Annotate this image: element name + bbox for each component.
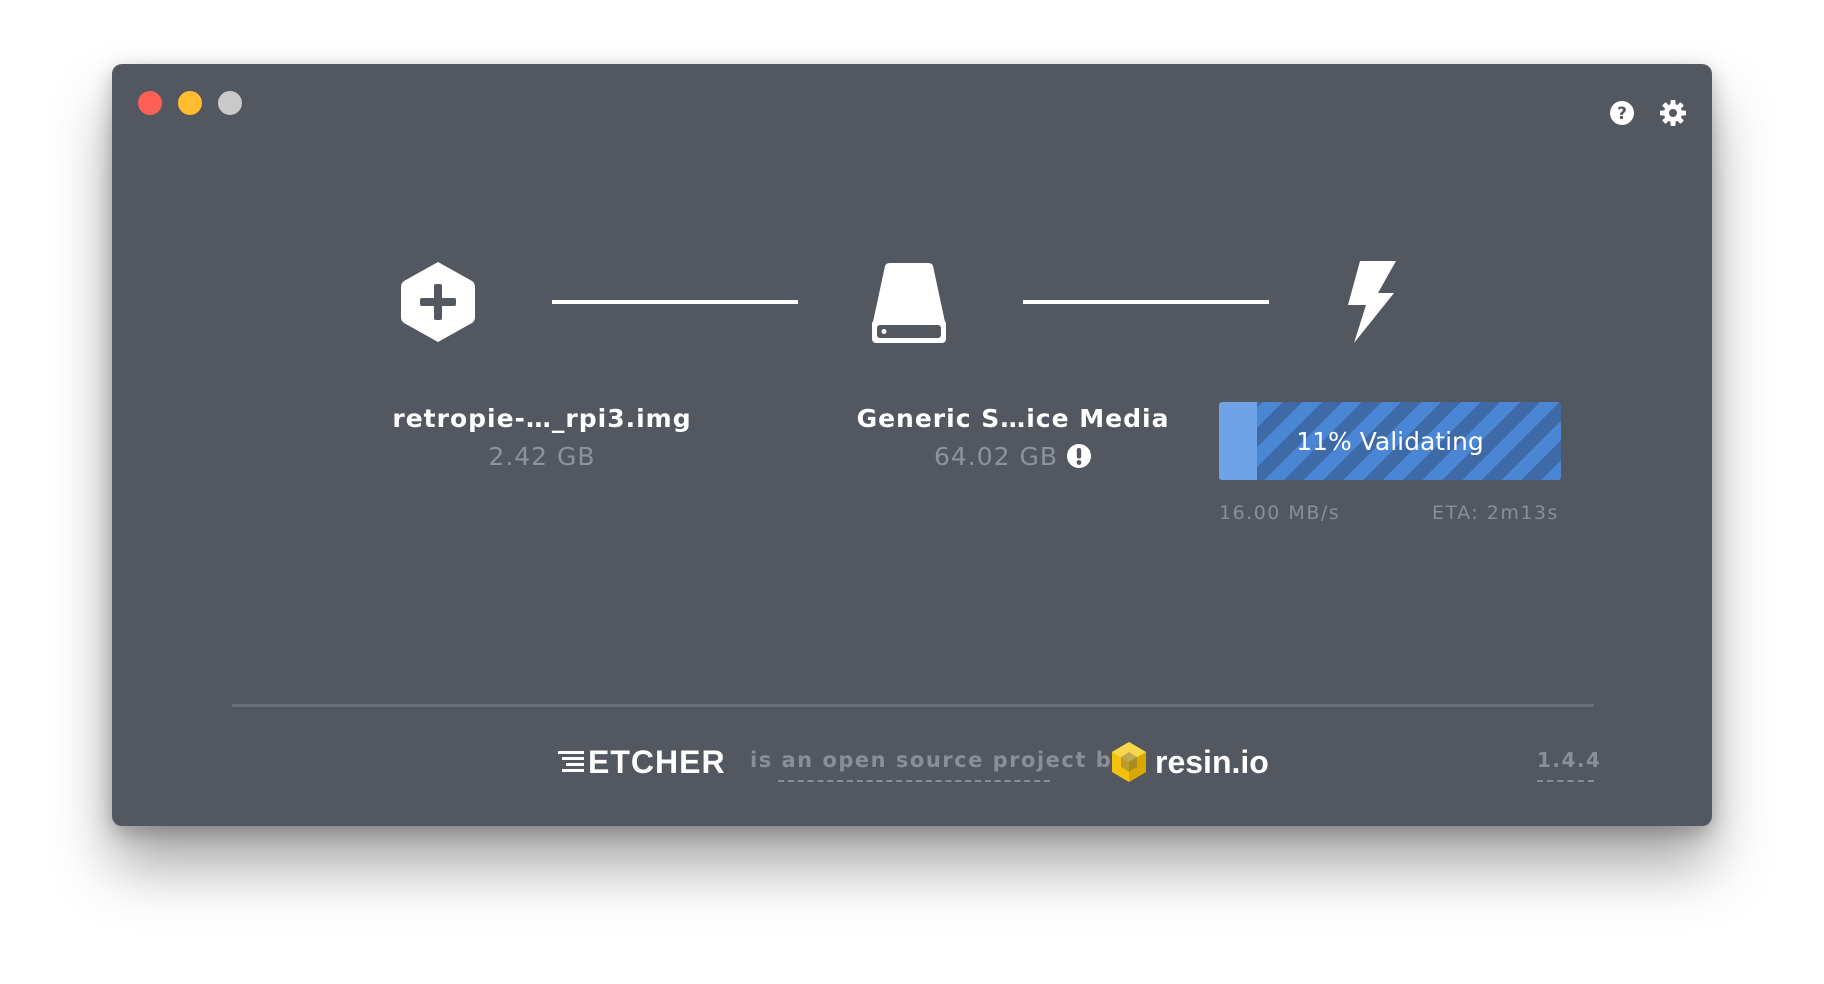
lightning-bolt-icon	[1348, 261, 1396, 343]
exclamation-circle-icon[interactable]	[1066, 443, 1092, 469]
resin-cube-icon	[1112, 742, 1146, 782]
window-zoom-button[interactable]	[218, 91, 242, 115]
drive-size-row: 64.02 GB	[803, 442, 1223, 471]
version-underline	[1537, 780, 1594, 782]
flash-progress-bar: 11% Validating	[1219, 402, 1561, 480]
footer-divider	[232, 704, 1594, 707]
resin-logo[interactable]: resin.io	[1109, 740, 1269, 784]
etcher-speed-lines-icon	[558, 751, 584, 772]
flash-speed: 16.00 MB/s	[1219, 502, 1341, 524]
flash-eta: ETA: 2m13s	[1432, 502, 1559, 524]
hard-drive-icon[interactable]	[869, 260, 949, 346]
drive-size: 64.02 GB	[933, 442, 1059, 471]
etcher-brand: ETCHER	[588, 743, 726, 780]
tagline-underline	[778, 780, 1050, 782]
connector-line-1	[552, 300, 798, 304]
hexagon-plus-icon[interactable]	[398, 259, 478, 345]
drive-name[interactable]: Generic S…ice Media	[856, 404, 1170, 433]
help-icon[interactable]: ?	[1607, 98, 1637, 128]
etcher-logo[interactable]: ETCHER	[558, 744, 726, 780]
window-close-button[interactable]	[138, 91, 162, 115]
progress-label: 11% Validating	[1296, 426, 1484, 456]
resin-brand: resin.io	[1155, 743, 1269, 780]
etcher-window: ? retropie-…_rpi3.img 2.42 GB	[112, 64, 1712, 826]
svg-text:?: ?	[1617, 104, 1627, 124]
gear-icon[interactable]	[1658, 98, 1688, 128]
progress-fill	[1219, 402, 1257, 480]
image-size: 2.42 GB	[488, 442, 596, 471]
window-minimize-button[interactable]	[178, 91, 202, 115]
image-name[interactable]: retropie-…_rpi3.img	[392, 404, 692, 433]
connector-line-2	[1023, 300, 1269, 304]
app-version[interactable]: 1.4.4	[1537, 748, 1602, 772]
footer-tagline[interactable]: is an open source project by	[750, 748, 1128, 772]
